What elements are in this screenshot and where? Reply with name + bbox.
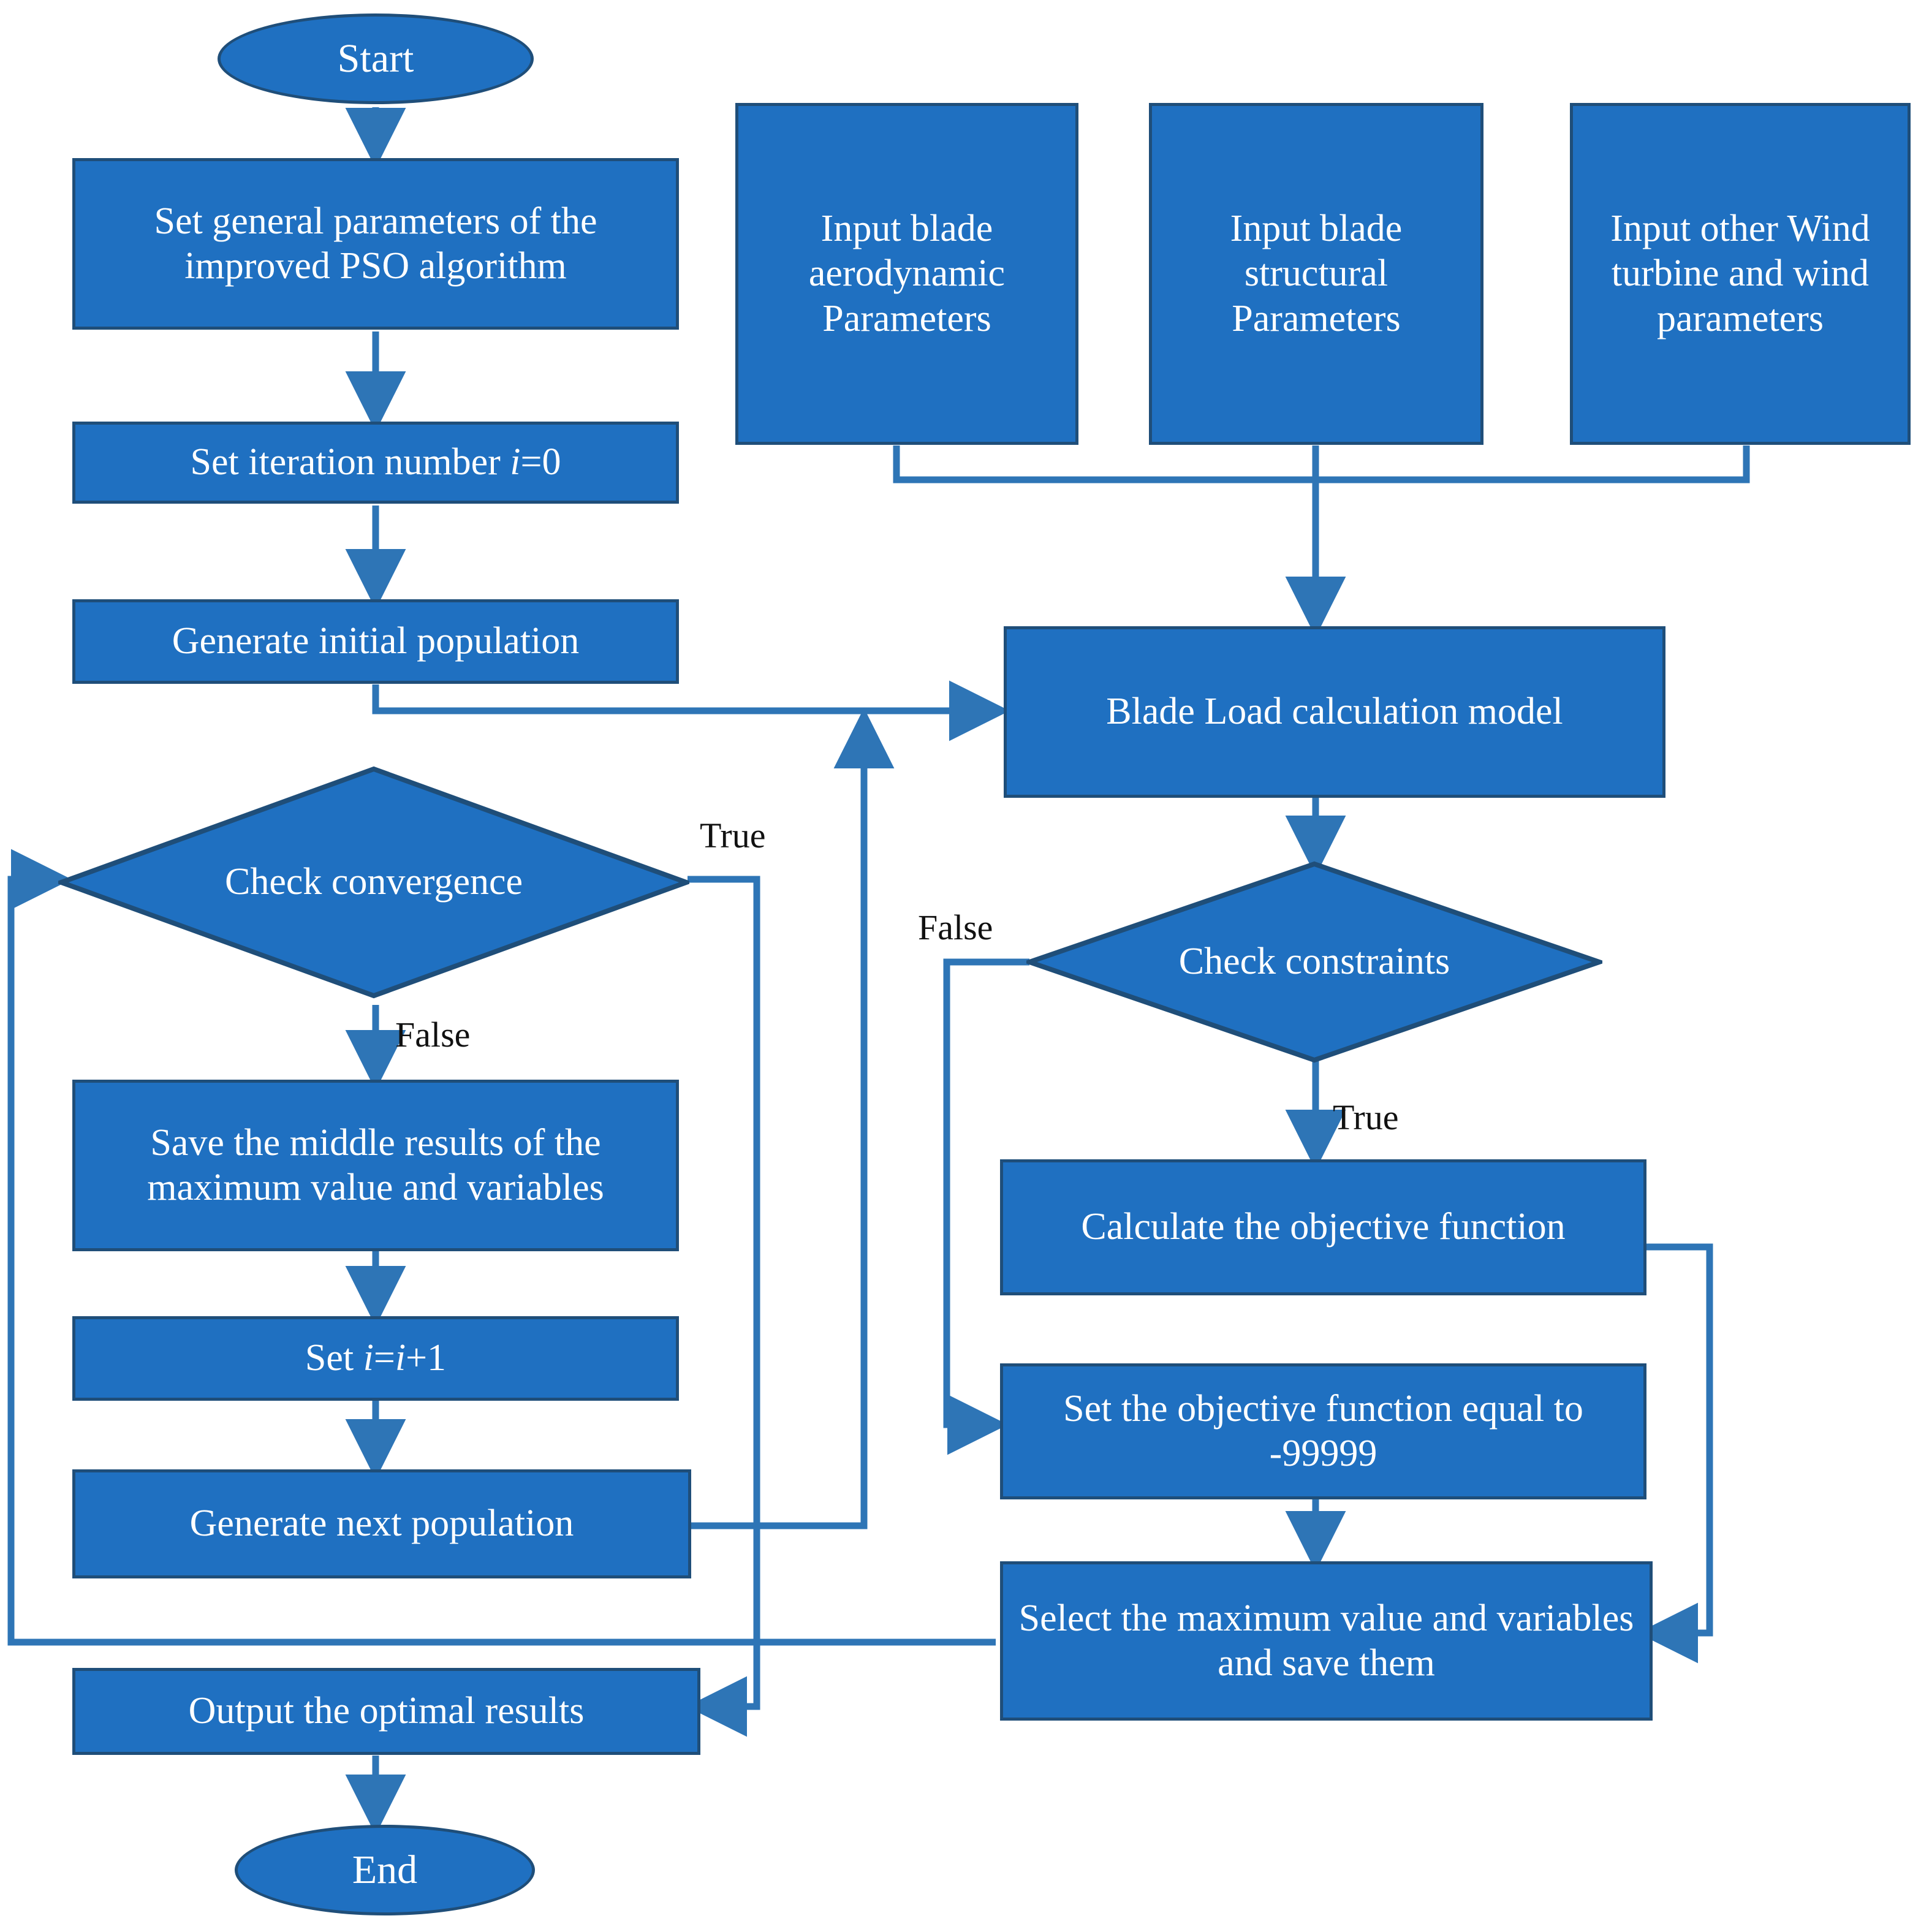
node-set-general-parameters-label: Set general parameters of the improved P… xyxy=(154,200,597,287)
node-input-other-wind-parameters-label: Input other Wind turbine and wind parame… xyxy=(1610,208,1870,339)
edge-input-other-bus xyxy=(1316,445,1750,483)
node-generate-initial-population[interactable]: Generate initial population xyxy=(72,599,679,684)
edge-label-constraints-true: True xyxy=(1333,1097,1399,1137)
node-input-blade-aerodynamic-parameters-label: Input blade aerodynamic Parameters xyxy=(808,208,1006,339)
node-end-label: End xyxy=(352,1847,418,1893)
node-set-objective-penalty[interactable]: Set the objective function equal to -999… xyxy=(1000,1363,1646,1499)
node-calculate-objective-function-label: Calculate the objective function xyxy=(1081,1206,1566,1248)
edge-select-maximum-to-check-convergence xyxy=(7,849,996,1646)
edge-label-convergence-false: False xyxy=(395,1015,471,1055)
node-start-label: Start xyxy=(337,36,414,81)
node-blade-load-calculation-model-label: Blade Load calculation model xyxy=(1106,691,1563,733)
node-set-increment-label: Set i=i+1 xyxy=(305,1337,447,1379)
node-check-convergence[interactable]: Check convergence xyxy=(54,766,694,999)
node-output-optimal-results[interactable]: Output the optimal results xyxy=(72,1668,700,1755)
node-save-middle-results-label: Save the middle results of the maximum v… xyxy=(147,1121,604,1208)
node-blade-load-calculation-model[interactable]: Blade Load calculation model xyxy=(1004,626,1665,798)
edge-generate-next-to-blade-load-loop xyxy=(689,708,895,1529)
edge-convergence-true-to-output xyxy=(686,876,760,1737)
node-input-blade-structural-parameters-label: Input blade structural Parameters xyxy=(1230,208,1403,339)
node-select-maximum-value-label: Select the maximum value and variables a… xyxy=(1018,1597,1634,1684)
node-calculate-objective-function[interactable]: Calculate the objective function xyxy=(1000,1159,1646,1295)
node-select-maximum-value[interactable]: Select the maximum value and variables a… xyxy=(1000,1561,1653,1721)
edge-label-constraints-false: False xyxy=(918,907,993,947)
node-generate-initial-population-label: Generate initial population xyxy=(172,620,580,662)
node-set-general-parameters[interactable]: Set general parameters of the improved P… xyxy=(72,158,679,330)
node-input-other-wind-parameters[interactable]: Input other Wind turbine and wind parame… xyxy=(1570,103,1911,445)
node-generate-next-population[interactable]: Generate next population xyxy=(72,1469,691,1578)
node-set-iteration-number[interactable]: Set iteration number i=0 xyxy=(72,422,679,504)
node-generate-next-population-label: Generate next population xyxy=(189,1502,574,1545)
edge-calculate-to-select-maximum xyxy=(1637,1243,1713,1664)
edge-input-aero-bus xyxy=(893,445,1316,483)
edge-constraints-false-to-penalty xyxy=(943,958,1029,1455)
node-start[interactable]: Start xyxy=(218,13,534,104)
node-check-constraints[interactable]: Check constraints xyxy=(1021,861,1607,1063)
node-output-optimal-results-label: Output the optimal results xyxy=(188,1690,585,1732)
node-input-blade-structural-parameters[interactable]: Input blade structural Parameters xyxy=(1149,103,1483,445)
node-set-increment[interactable]: Set i=i+1 xyxy=(72,1316,679,1401)
node-set-iteration-number-label: Set iteration number i=0 xyxy=(190,441,561,483)
edge-label-convergence-true: True xyxy=(700,816,766,855)
check-constraints-shape xyxy=(1021,861,1607,1063)
node-input-blade-aerodynamic-parameters[interactable]: Input blade aerodynamic Parameters xyxy=(735,103,1078,445)
node-save-middle-results[interactable]: Save the middle results of the maximum v… xyxy=(72,1080,679,1251)
check-convergence-shape xyxy=(54,766,694,999)
node-end[interactable]: End xyxy=(235,1825,535,1915)
edge-generate-initial-to-blade-load xyxy=(372,680,1010,741)
node-set-objective-penalty-label: Set the objective function equal to -999… xyxy=(1063,1387,1583,1474)
